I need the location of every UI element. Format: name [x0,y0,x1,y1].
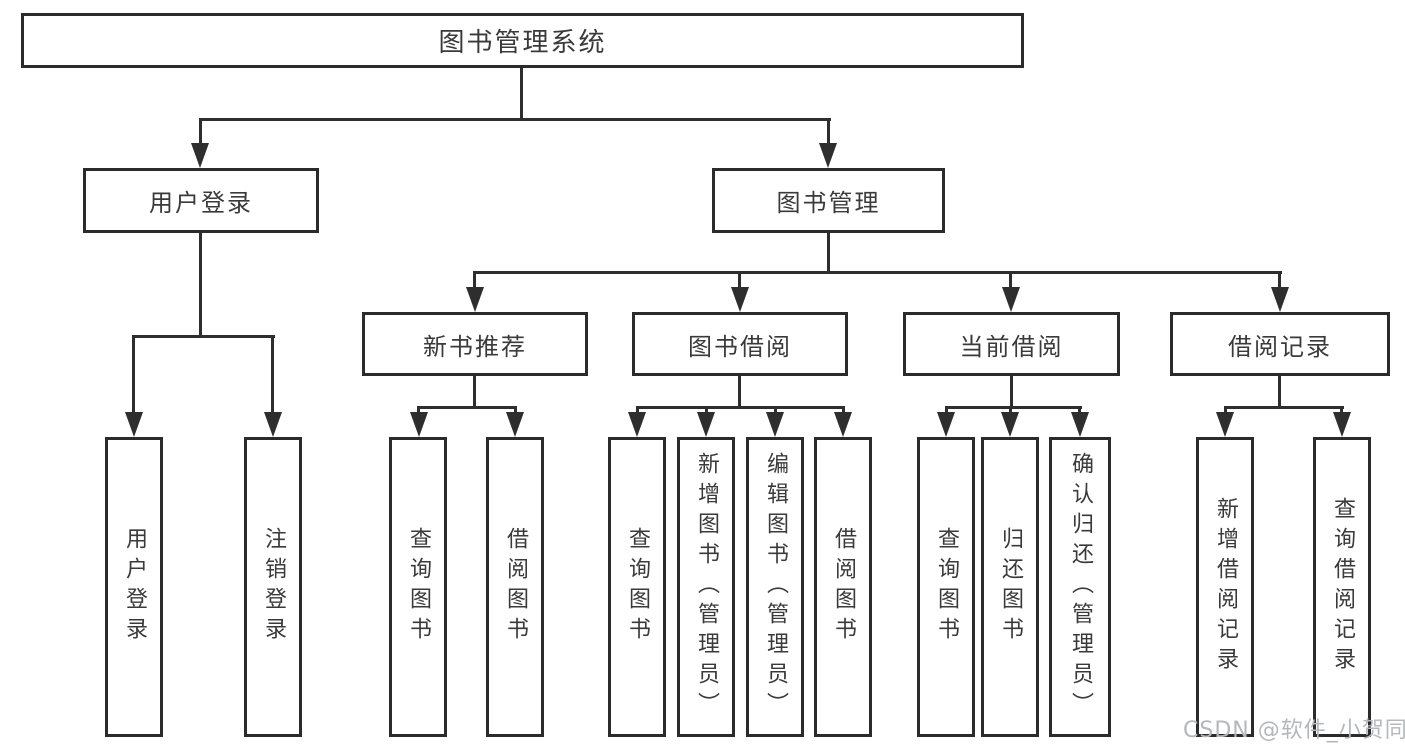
arrow-to-borrow-icon [731,287,749,312]
arrow-to-leaf-icon [1333,412,1351,437]
arrow-to-userlogin-icon [191,143,209,168]
node-user-login: 用户登录 [83,168,319,233]
connector-bookmgmt-stem [827,118,830,146]
leaf-logout: 注销登录 [244,437,302,737]
connector-leaf-stem [1340,406,1343,416]
leaf-add-borrow-record: 新增借阅记录 [1196,437,1254,737]
node-book-mgmt: 图书管理 [712,168,945,233]
connector-borrow-down [738,376,741,409]
leaf-rec-query-books: 查询图书 [389,437,447,737]
connector-leaf-stem [705,406,708,416]
arrow-to-leaf-icon [937,412,955,437]
arrow-to-bookmgmt-icon [819,143,837,168]
connector-records-split [1224,406,1344,409]
connector-bookmgmt-down [827,233,830,274]
csdn-watermark: CSDN @软件_小贺同学 [1183,718,1405,743]
arrow-to-newbook-icon [466,287,484,312]
arrow-to-leaf-icon [125,412,143,437]
leaf-user-login: 用户登录 [105,437,163,737]
arrow-to-current-icon [1002,287,1020,312]
connector-leaf-stem [774,406,777,416]
connector-level2-hbar [474,271,1282,274]
node-current-borrow: 当前借阅 [903,312,1120,376]
connector-userlogin-stem [199,118,202,146]
arrow-to-leaf-icon [264,412,282,437]
leaf-return-books: 归还图书 [981,437,1039,737]
connector-newbook-stem [473,271,476,289]
arrow-to-records-icon [1271,287,1289,312]
leaf-query-borrow-record: 查询借阅记录 [1313,437,1371,737]
connector-userlogin-split [133,335,275,338]
connector-leaf-stem [636,406,639,416]
connector-leaf-stem [271,335,274,415]
connector-borrow-stem [738,271,741,289]
node-borrow-records: 借阅记录 [1170,312,1390,376]
connector-leaf-stem [1078,406,1081,416]
node-new-book-rec: 新书推荐 [362,312,588,376]
leaf-confirm-return-admin: 确认归还（管理员） [1049,437,1111,737]
connector-records-down [1278,376,1281,409]
node-root: 图书管理系统 [21,13,1024,68]
leaf-add-book-admin: 新增图书（管理员） [677,437,735,737]
arrow-to-leaf-icon [766,412,784,437]
connector-leaf-stem [1224,406,1227,416]
node-book-borrow: 图书借阅 [632,312,848,376]
connector-leaf-stem [1009,406,1012,416]
connector-leaf-stem [417,406,420,416]
arrow-to-leaf-icon [1216,412,1234,437]
connector-newbook-down [473,376,476,409]
arrow-to-leaf-icon [834,412,852,437]
arrow-to-leaf-icon [697,412,715,437]
arrow-to-leaf-icon [506,412,524,437]
arrow-to-leaf-icon [628,412,646,437]
leaf-borrow-query-books: 查询图书 [608,437,666,737]
arrow-to-leaf-icon [1001,412,1019,437]
connector-current-stem [1009,271,1012,289]
connector-current-split [945,406,1082,409]
arrow-to-leaf-icon [1071,412,1089,437]
connector-userlogin-down [199,233,202,337]
connector-current-down [1010,376,1013,409]
connector-leaf-stem [842,406,845,416]
leaf-edit-book-admin: 编辑图书（管理员） [746,437,804,737]
connector-newbook-split [417,406,517,409]
connector-root-stem [520,68,523,120]
connector-leaf-stem [945,406,948,416]
leaf-borrow-books: 借阅图书 [814,437,872,737]
arrow-to-leaf-icon [410,412,428,437]
connector-level1-hbar [199,118,831,121]
leaf-rec-borrow-books: 借阅图书 [486,437,544,737]
connector-borrow-split [636,406,845,409]
connector-leaf-stem [514,406,517,416]
connector-records-stem [1278,271,1281,289]
leaf-current-query-books: 查询图书 [917,437,975,737]
connector-leaf-stem [132,335,135,415]
